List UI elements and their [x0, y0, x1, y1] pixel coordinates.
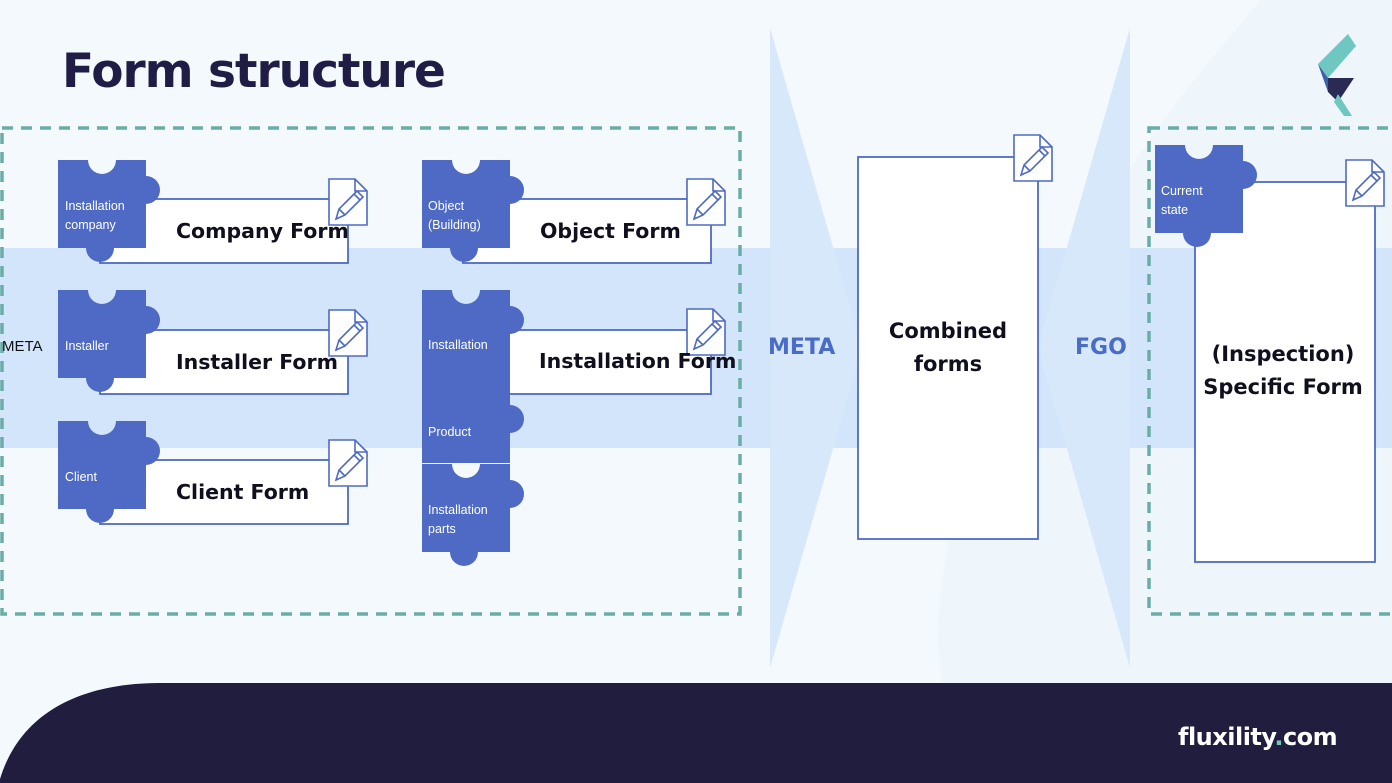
- arrow-label-meta: META: [768, 335, 836, 360]
- edit-document-icon: [686, 178, 726, 226]
- meta-side-label: META: [2, 338, 43, 355]
- edit-document-icon: [328, 439, 368, 487]
- footer-website[interactable]: fluxility.com: [1178, 723, 1338, 751]
- piece-label-installation-company: Installation company: [65, 199, 125, 232]
- form-label-object: Object Form: [540, 219, 681, 243]
- arrow-label-fgo: FGO: [1075, 335, 1127, 360]
- footer-tld: com: [1282, 723, 1338, 751]
- fluxility-logo-icon: [1318, 34, 1356, 116]
- piece-label-installation: Installation: [428, 338, 488, 352]
- piece-label-product: Product: [428, 425, 472, 439]
- piece-label-installer: Installer: [65, 339, 109, 353]
- edit-document-icon: [1013, 134, 1053, 182]
- combined-forms-label: Combined forms: [888, 319, 1008, 376]
- form-label-client: Client Form: [176, 480, 310, 504]
- edit-document-icon: [1345, 159, 1385, 207]
- form-label-installer: Installer Form: [176, 350, 338, 374]
- form-label-company: Company Form: [176, 219, 349, 243]
- footer-dot: .: [1274, 723, 1283, 751]
- piece-label-object-building: Object (Building): [428, 199, 481, 232]
- piece-label-installation-parts: Installation parts: [428, 503, 488, 536]
- page-title: Form structure: [62, 44, 446, 99]
- piece-label-client: Client: [65, 470, 97, 484]
- footer-brand: fluxility: [1178, 723, 1275, 751]
- specific-form-label: (Inspection) Specific Form: [1203, 342, 1363, 399]
- puzzle-piece: [422, 377, 524, 463]
- form-label-installation: Installation Form: [539, 349, 737, 373]
- piece-label-current-state: Current state: [1161, 184, 1203, 217]
- footer-bar: [0, 683, 1392, 783]
